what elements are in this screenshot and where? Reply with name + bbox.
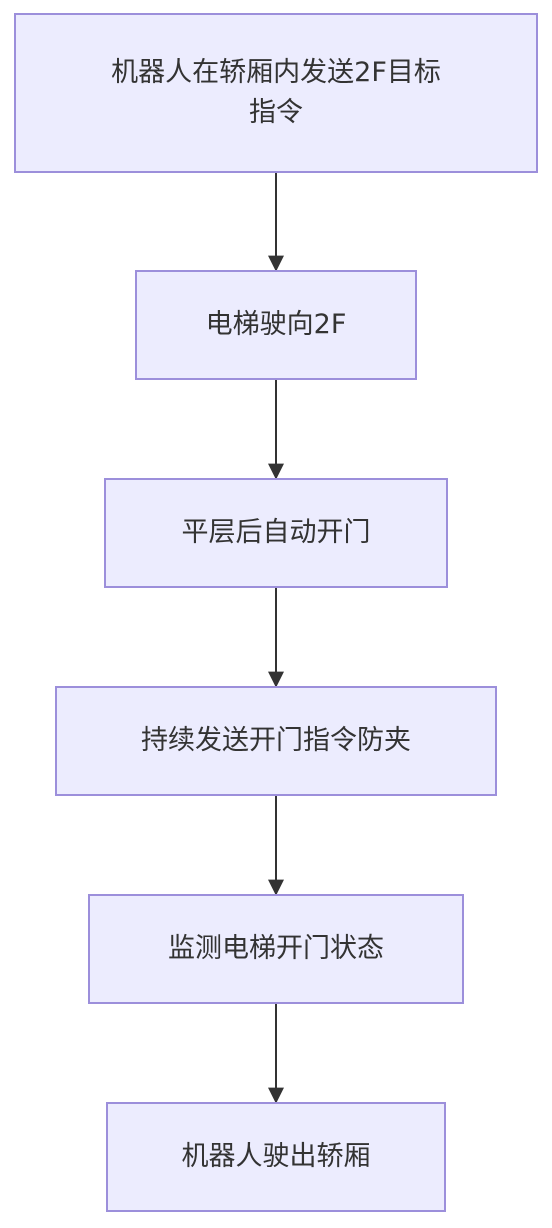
node-monitor-door-status[interactable]: 监测电梯开门状态: [88, 894, 464, 1004]
node-level-open-door[interactable]: 平层后自动开门: [104, 478, 448, 588]
node-label-line-1: 机器人在轿厢内发送2F目标: [111, 57, 441, 88]
node-label-line-2: 指令: [249, 97, 303, 128]
node-label: 平层后自动开门: [181, 517, 371, 548]
node-label: 电梯驶向2F: [205, 309, 347, 340]
node-label: 持续发送开门指令防夹: [141, 725, 411, 756]
node-robot-exit-car[interactable]: 机器人驶出轿厢: [106, 1102, 446, 1212]
node-label: 机器人在轿厢内发送2F目标 指令: [111, 53, 441, 133]
node-keep-door-open[interactable]: 持续发送开门指令防夹: [55, 686, 497, 796]
node-label: 监测电梯开门状态: [168, 933, 384, 964]
node-elevator-to-2f[interactable]: 电梯驶向2F: [135, 270, 417, 380]
node-label: 机器人驶出轿厢: [181, 1141, 371, 1172]
node-send-target-command[interactable]: 机器人在轿厢内发送2F目标 指令: [14, 13, 538, 173]
